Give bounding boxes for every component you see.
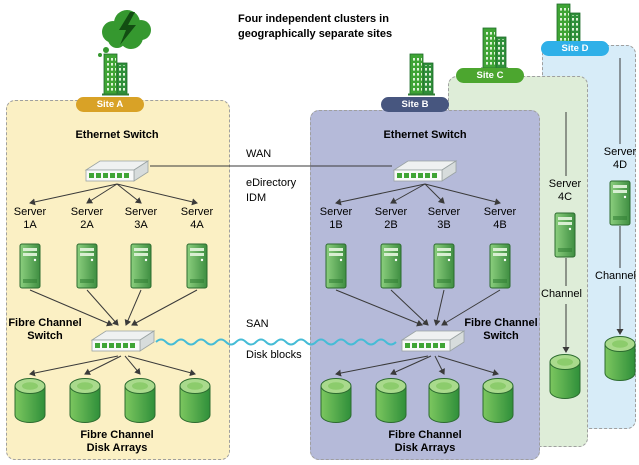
site-a-disk1-icon — [14, 377, 46, 423]
site-b-server2-icon — [380, 243, 402, 289]
site-b-disk3-icon — [428, 377, 460, 423]
site-c-disk-icon — [549, 353, 581, 399]
site-d-disk-icon — [604, 335, 636, 381]
site-b-disk1-icon — [320, 377, 352, 423]
site-b-fc-switch-label: Fibre Channel Switch — [464, 317, 538, 342]
site-b-fc-switch-icon — [400, 328, 466, 354]
site-d-channel-label: Channel — [595, 270, 636, 282]
site-a-server4-icon — [186, 243, 208, 289]
site-a-server4-label: Server 4A — [180, 206, 214, 231]
san-label: SAN — [246, 318, 269, 330]
wan-sublabel: eDirectory IDM — [246, 177, 297, 204]
site-c-building-icon — [477, 26, 511, 70]
site-b-server3-icon — [433, 243, 455, 289]
site-b-server1-icon — [325, 243, 347, 289]
site-b-badge: Site B — [381, 97, 449, 112]
site-a-ethernet-switch-label: Ethernet Switch — [75, 129, 159, 141]
site-b-disk-arrays-label: Fibre Channel Disk Arrays — [388, 429, 462, 454]
san-sublabel: Disk blocks — [246, 349, 302, 361]
site-b-building-icon — [404, 52, 438, 96]
diagram-title: Four independent clusters in geographica… — [238, 12, 468, 42]
site-a-server2-icon — [76, 243, 98, 289]
site-b-server2-label: Server 2B — [374, 206, 408, 231]
site-b-server4-icon — [489, 243, 511, 289]
wan-label: WAN — [246, 148, 272, 160]
site-a-disk-arrays-label: Fibre Channel Disk Arrays — [80, 429, 154, 454]
site-d-server-icon — [609, 180, 631, 226]
site-a-fc-switch-icon — [90, 328, 156, 354]
site-d-server-label: Server 4D — [603, 146, 637, 171]
site-c-server-label: Server 4C — [548, 178, 582, 203]
site-c-badge: Site C — [456, 68, 524, 83]
site-c-channel-label: Channel — [541, 288, 582, 300]
site-a-disk4-icon — [179, 377, 211, 423]
site-a-disk2-icon — [69, 377, 101, 423]
site-a-badge: Site A — [76, 97, 144, 112]
site-a-disk3-icon — [124, 377, 156, 423]
site-b-disk4-icon — [482, 377, 514, 423]
wan-cloud-icon — [93, 4, 163, 58]
site-a-building-icon — [98, 52, 132, 96]
site-c-server-icon — [554, 212, 576, 258]
site-a-fc-switch-label: Fibre Channel Switch — [8, 317, 82, 342]
site-a-server1-label: Server 1A — [13, 206, 47, 231]
diagram-title-line2: geographically separate sites — [238, 28, 393, 40]
site-a-server3-label: Server 3A — [124, 206, 158, 231]
diagram-title-line1: Four independent clusters in — [238, 13, 389, 25]
site-b-server1-label: Server 1B — [319, 206, 353, 231]
site-a-server3-icon — [130, 243, 152, 289]
site-a-server1-icon — [19, 243, 41, 289]
site-a-server2-label: Server 2A — [70, 206, 104, 231]
site-b-disk2-icon — [375, 377, 407, 423]
site-b-ethernet-switch-icon — [392, 158, 458, 184]
site-d-badge: Site D — [541, 41, 609, 56]
site-d-building-icon — [551, 2, 585, 46]
site-b-server4-label: Server 4B — [483, 206, 517, 231]
site-b-ethernet-switch-label: Ethernet Switch — [383, 129, 467, 141]
site-b-server3-label: Server 3B — [427, 206, 461, 231]
site-a-ethernet-switch-icon — [84, 158, 150, 184]
